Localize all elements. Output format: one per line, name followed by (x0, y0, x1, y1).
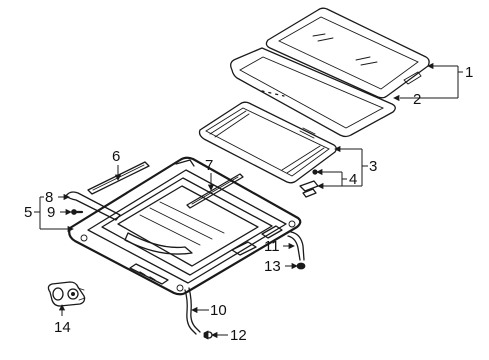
callout-1: 1 (465, 64, 473, 81)
callout-3: 3 (369, 158, 377, 175)
callout-9: 9 (47, 204, 55, 221)
drain-hose (184, 287, 201, 335)
callout-11: 11 (264, 238, 280, 255)
callout-14: 14 (54, 319, 71, 336)
sunshade (198, 101, 337, 184)
callout-5: 5 (24, 204, 32, 221)
glass-panel (265, 7, 430, 99)
callout-8: 8 (45, 189, 53, 206)
callout-4: 4 (349, 171, 357, 188)
sunshade-handle (299, 169, 319, 198)
callout-7: 7 (205, 157, 213, 174)
glass-seal (230, 47, 396, 138)
hose-clip (203, 330, 213, 340)
guide-rail (186, 173, 244, 209)
front-trim-piece (65, 191, 121, 221)
callout-2: 2 (413, 91, 421, 108)
screw (71, 209, 84, 215)
callout-labels: 1 2 3 4 5 6 7 8 9 10 11 12 13 14 (24, 64, 473, 344)
callout-10: 10 (210, 302, 227, 319)
rear-drain-hose (287, 231, 305, 261)
sunroof-motor (47, 281, 86, 307)
grommet (296, 262, 306, 270)
callout-13: 13 (264, 258, 281, 275)
callout-12: 12 (230, 327, 247, 344)
callout-6: 6 (112, 148, 120, 165)
leader-lines (34, 62, 463, 339)
sunroof-housing (68, 156, 302, 296)
